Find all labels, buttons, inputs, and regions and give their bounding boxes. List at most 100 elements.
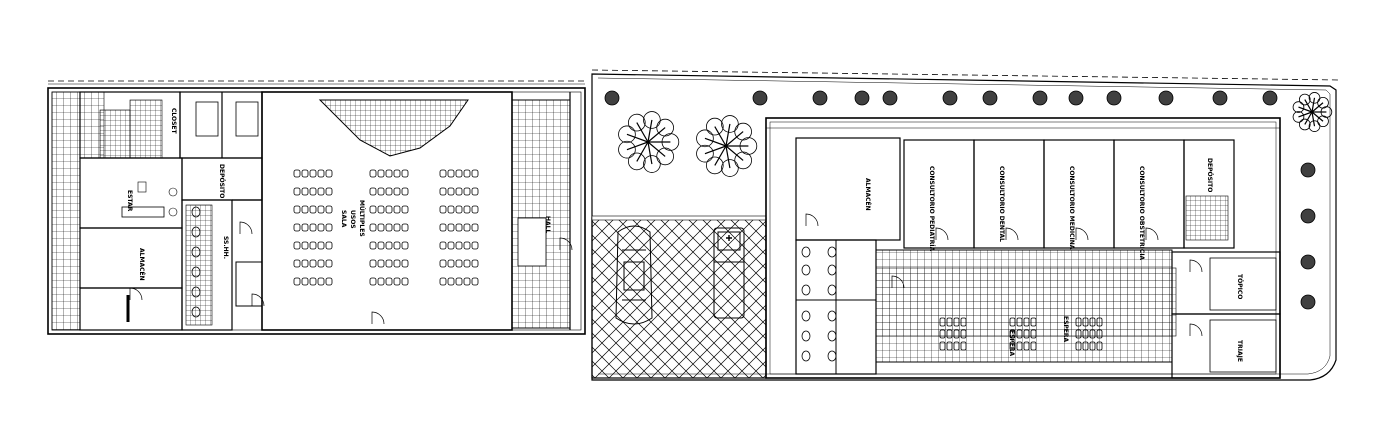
tree-branch bbox=[626, 141, 649, 151]
toilet-icon bbox=[801, 350, 811, 362]
toilet-icon bbox=[801, 310, 811, 322]
chair-icon bbox=[293, 223, 301, 232]
tree-branch bbox=[704, 145, 727, 155]
chair-icon bbox=[439, 223, 447, 232]
room-label-espera-1: ESPERA bbox=[1008, 330, 1015, 357]
tree-leaf bbox=[661, 133, 680, 151]
chair-icon bbox=[1023, 341, 1030, 351]
tree-branch bbox=[626, 133, 649, 143]
chair-icon bbox=[1089, 329, 1096, 339]
chair-icon bbox=[309, 241, 317, 250]
door-swing-icon bbox=[1189, 259, 1203, 273]
chair-icon bbox=[1089, 341, 1096, 351]
door-swing-icon bbox=[1189, 323, 1203, 337]
door-swing-icon bbox=[371, 311, 385, 325]
right-building bbox=[591, 69, 1341, 381]
chair-icon bbox=[301, 187, 309, 196]
tree-leaf bbox=[1292, 101, 1305, 113]
toilet-icon bbox=[827, 350, 837, 362]
room-label-closet: CLOSET bbox=[170, 108, 177, 135]
chair-icon bbox=[377, 277, 385, 286]
tree-leaf bbox=[656, 118, 674, 137]
tree-canopy bbox=[854, 90, 870, 106]
tree-branch bbox=[714, 126, 727, 147]
tree-canopy bbox=[1300, 254, 1316, 270]
toilet-icon bbox=[191, 266, 201, 278]
chair-icon bbox=[325, 223, 333, 232]
door-swing-icon bbox=[891, 275, 905, 289]
chair-icon bbox=[1075, 329, 1082, 339]
chair-icon bbox=[325, 205, 333, 214]
chair-icon bbox=[471, 187, 479, 196]
tree-leaf bbox=[643, 155, 661, 173]
chair-icon bbox=[455, 169, 463, 178]
tree-branch bbox=[647, 127, 666, 143]
chair-icon bbox=[463, 277, 471, 286]
chair-icon bbox=[393, 241, 401, 250]
tree-canopy bbox=[1032, 90, 1048, 106]
tree-branch bbox=[1298, 106, 1313, 113]
chair-icon bbox=[293, 241, 301, 250]
tree-leaf bbox=[618, 140, 636, 159]
tree-canopy bbox=[1300, 208, 1316, 224]
chair-icon bbox=[377, 187, 385, 196]
tree-canopy bbox=[1300, 162, 1316, 178]
chair-icon bbox=[447, 169, 455, 178]
chair-icon bbox=[455, 205, 463, 214]
tree-icon bbox=[1032, 90, 1048, 106]
chair-icon bbox=[369, 241, 377, 250]
chair-icon bbox=[939, 329, 946, 339]
tree-canopy bbox=[1068, 90, 1084, 106]
chair-icon bbox=[325, 169, 333, 178]
chair-icon bbox=[946, 329, 953, 339]
tree-icon bbox=[752, 90, 768, 106]
tree-branch bbox=[647, 141, 653, 165]
chair-icon bbox=[393, 187, 401, 196]
tree-branch bbox=[1304, 111, 1313, 125]
tree-branch bbox=[725, 131, 744, 147]
chair-icon bbox=[1030, 341, 1037, 351]
room-label-consultorio-2: CONSULTORIO DENTAL bbox=[998, 166, 1005, 242]
chair-icon bbox=[377, 169, 385, 178]
chair-icon bbox=[939, 341, 946, 351]
tree-leaf bbox=[705, 156, 724, 175]
room-label-sala-line3: MÚLTIPLES bbox=[358, 200, 365, 237]
chair-icon bbox=[293, 169, 301, 178]
chair-icon bbox=[301, 169, 309, 178]
chair-icon bbox=[463, 169, 471, 178]
tree-icon bbox=[982, 90, 998, 106]
chair-icon bbox=[301, 277, 309, 286]
toilet-icon bbox=[191, 206, 201, 218]
chair-icon bbox=[471, 205, 479, 214]
toilets bbox=[191, 206, 837, 362]
tree-icon bbox=[604, 90, 620, 106]
tree-branch bbox=[714, 145, 727, 166]
chair-icon bbox=[471, 241, 479, 250]
chair-icon bbox=[401, 169, 409, 178]
room-label-consultorio-4: CONSULTORIO OBSTETRICIA bbox=[1138, 166, 1145, 261]
chair-icon bbox=[377, 259, 385, 268]
toilet-icon bbox=[191, 286, 201, 298]
tree-icon bbox=[942, 90, 958, 106]
chair-icon bbox=[385, 259, 393, 268]
chair-icon bbox=[369, 259, 377, 268]
tree-canopy bbox=[1212, 90, 1228, 106]
toilet-icon bbox=[191, 246, 201, 258]
tree-branch bbox=[636, 122, 649, 143]
door-swings bbox=[129, 213, 1203, 337]
chair-icon bbox=[309, 187, 317, 196]
tree-canopy bbox=[1158, 90, 1174, 106]
room-label-ss-hh: SS.HH. bbox=[222, 236, 229, 259]
tree-leaf bbox=[1299, 118, 1311, 131]
chair-icon bbox=[393, 259, 401, 268]
tree-branch bbox=[1311, 102, 1324, 113]
chair-icon bbox=[1016, 329, 1023, 339]
tree-leaf bbox=[656, 147, 674, 166]
chair-icon bbox=[1016, 341, 1023, 351]
chair-icon bbox=[439, 241, 447, 250]
chair-icon bbox=[401, 259, 409, 268]
chair-icon bbox=[946, 341, 953, 351]
chair-icon bbox=[960, 317, 967, 327]
tree-branch bbox=[725, 123, 731, 147]
chair-icon bbox=[401, 241, 409, 250]
